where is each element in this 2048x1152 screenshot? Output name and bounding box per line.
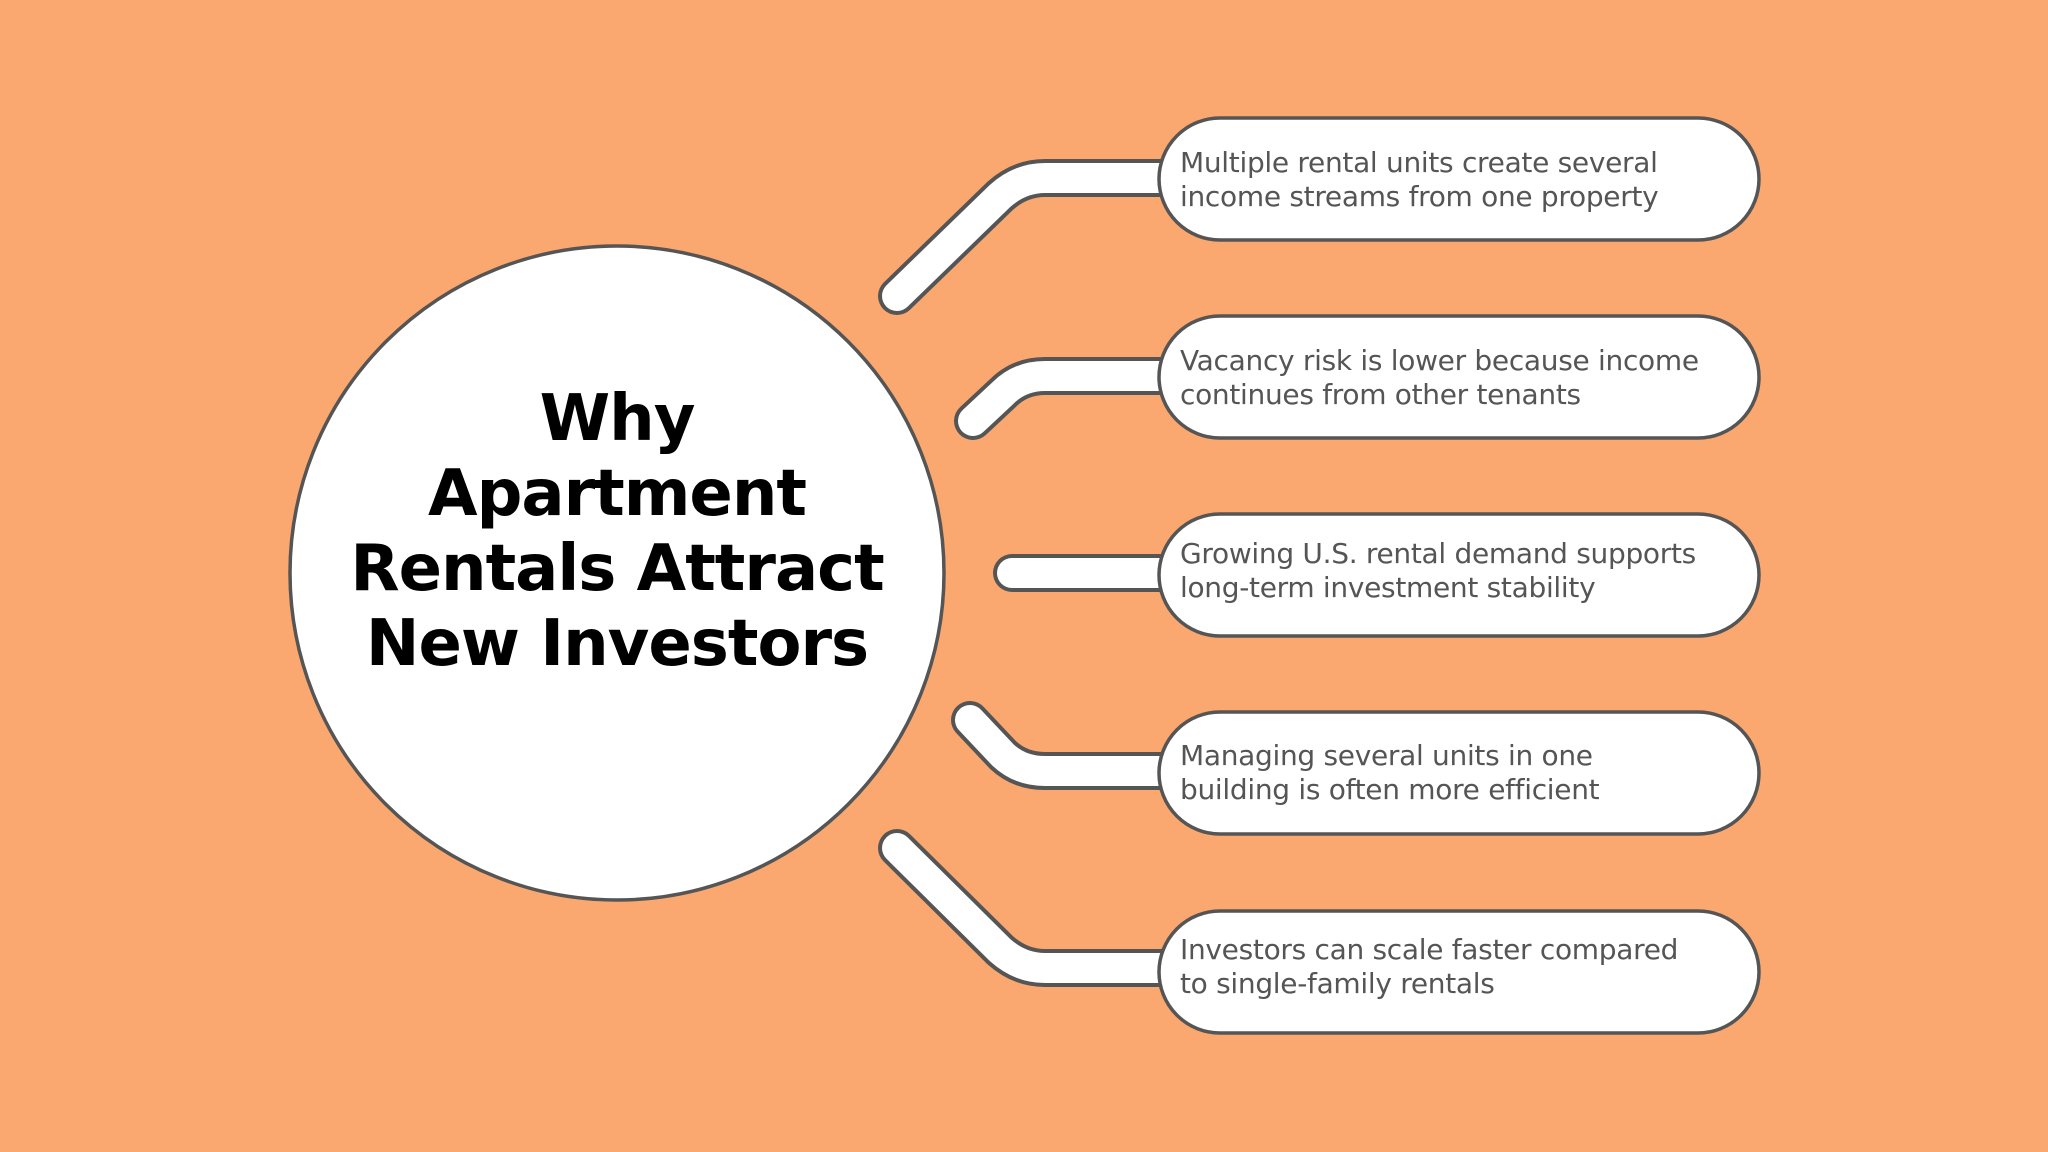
branch-4-line-1: Managing several units in one [1180, 739, 1593, 772]
connectors [878, 159, 1184, 987]
branch-1-line-2: income streams from one property [1180, 180, 1659, 213]
pills [1157, 116, 1761, 1035]
pill-3 [1157, 512, 1761, 638]
branch-1-line-1: Multiple rental units create several [1180, 146, 1658, 179]
branch-text-3: Growing U.S. rental demand supports long… [1180, 537, 1740, 605]
title-line-1: Why [539, 382, 696, 456]
branch-4-line-2: building is often more efficient [1180, 773, 1600, 806]
pill-4 [1157, 710, 1761, 836]
branch-5-line-2: to single-family rentals [1180, 967, 1495, 1000]
branch-text-1: Multiple rental units create several inc… [1180, 146, 1740, 214]
branch-2-line-1: Vacancy risk is lower because income [1180, 344, 1699, 377]
branch-text-4: Managing several units in one building i… [1180, 739, 1740, 807]
connector-4 [951, 701, 1184, 790]
branch-3-line-2: long-term investment stability [1180, 571, 1596, 604]
branch-5-line-1: Investors can scale faster compared [1180, 933, 1679, 966]
pill-5 [1157, 909, 1761, 1035]
title-line-4: New Investors [365, 607, 869, 681]
branch-text-2: Vacancy risk is lower because income con… [1180, 344, 1740, 412]
center-title: Why Apartment Rentals Attract New Invest… [300, 382, 934, 682]
pill-2 [1157, 314, 1761, 440]
connector-1 [878, 159, 1184, 315]
branch-2-line-2: continues from other tenants [1180, 378, 1581, 411]
center-circle [288, 244, 946, 902]
connector-5 [878, 829, 1184, 987]
title-line-3: Rentals Attract [350, 532, 884, 606]
connector-2 [954, 357, 1184, 440]
pill-1 [1157, 116, 1761, 242]
branch-3-line-1: Growing U.S. rental demand supports [1180, 537, 1696, 570]
branch-text-5: Investors can scale faster compared to s… [1180, 933, 1740, 1001]
title-line-2: Apartment [428, 457, 807, 531]
